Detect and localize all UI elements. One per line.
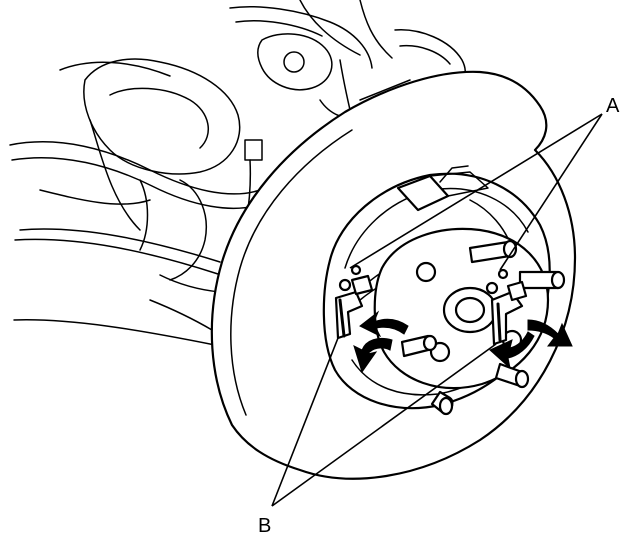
rotate-arrow-left [353,337,393,374]
wheel-stud [518,270,566,290]
wheel-stud [430,390,454,416]
wheel-stud [400,334,438,358]
callout-b-label: B [258,515,271,537]
press-arrow-right [527,319,573,347]
press-arrow-left [359,310,409,338]
leader-lines-a [349,113,603,271]
leader-lines-b [271,337,497,507]
wheel-stud [494,362,530,389]
clip-right [485,268,528,346]
clip-left [334,264,374,340]
wheel-stud [468,239,518,264]
callout-a-label: A [606,95,620,117]
rotate-arrow-right [489,331,535,370]
